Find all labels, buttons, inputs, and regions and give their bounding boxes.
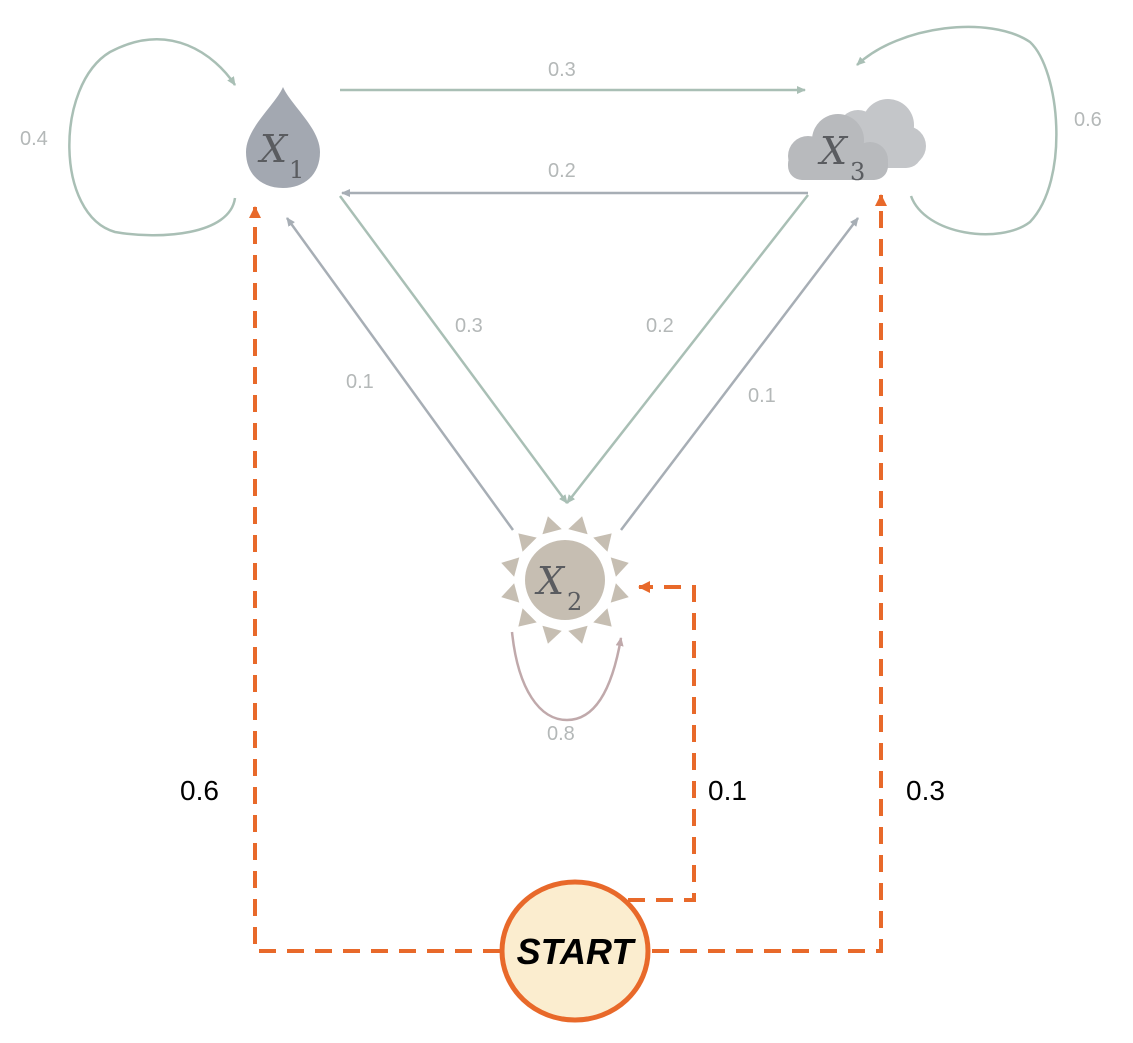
edge-x3-x3 (856, 25, 1058, 236)
label-x2-x2: 0.8 (547, 723, 575, 745)
raindrop-icon (246, 87, 320, 188)
label-x3-x3: 0.6 (1074, 109, 1102, 131)
edge-x1-x1 (68, 38, 237, 237)
state-x2-symbol: X (534, 559, 566, 603)
label-x2-x3: 0.1 (748, 385, 776, 407)
label-x3-x1: 0.2 (548, 160, 576, 182)
sun-ray (610, 583, 629, 603)
initial-edge-x1 (249, 206, 500, 953)
state-x3-subscript: 3 (850, 158, 865, 186)
state-x3: X 3 (788, 99, 926, 186)
edge-x1-x2 (338, 195, 569, 504)
label-x3-x2: 0.2 (646, 315, 674, 337)
initial-edge-x2 (628, 581, 696, 902)
sun-ray (610, 557, 629, 577)
sun-ray (593, 533, 612, 552)
label-x1-x1: 0.4 (20, 128, 48, 150)
sun-ray (542, 625, 562, 644)
state-x1: X 1 (246, 87, 320, 188)
initial-label-x3: 0.3 (906, 775, 945, 806)
state-x1-symbol: X (257, 127, 289, 171)
edge-x2-x2 (510, 631, 624, 722)
label-x1-x3: 0.3 (548, 59, 576, 81)
sun-ray (593, 608, 612, 627)
sun-icon (501, 516, 629, 644)
sun-ray (568, 516, 588, 535)
label-x2-x1: 0.1 (346, 371, 374, 393)
initial-label-x1: 0.6 (180, 775, 219, 806)
state-x2: X 2 (501, 516, 629, 644)
edge-x2-x1 (285, 217, 515, 531)
edge-x3-x2 (566, 194, 809, 504)
sun-ray (542, 516, 562, 535)
sun-ray (518, 608, 537, 627)
state-x2-subscript: 2 (567, 588, 582, 616)
state-x3-symbol: X (817, 129, 849, 173)
sun-ray (501, 583, 520, 603)
initial-edge-x3 (652, 194, 887, 953)
sun-ray (501, 557, 520, 577)
sun-ray (568, 625, 588, 644)
start-node: START (499, 879, 651, 1023)
edge-x2-x3 (620, 217, 859, 531)
label-x1-x2: 0.3 (455, 315, 483, 337)
state-x1-subscript: 1 (289, 156, 304, 184)
cloud-icon (788, 99, 926, 180)
sun-ray (518, 533, 537, 552)
start-label: START (517, 931, 637, 972)
initial-label-x2: 0.1 (708, 775, 747, 806)
